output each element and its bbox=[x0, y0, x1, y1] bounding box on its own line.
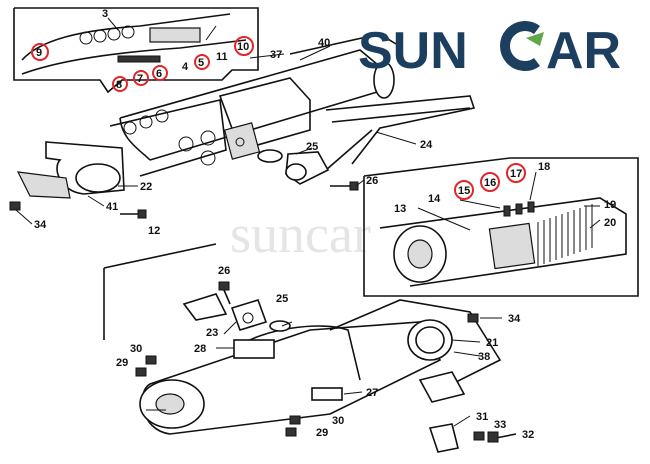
callout-label: 15 bbox=[458, 185, 470, 197]
callout-labels: 3 9 10 11 37 40 4 5 6 7 8 24 25 26 22 41… bbox=[34, 8, 616, 441]
logo-text-left: SUN bbox=[358, 22, 468, 80]
inset-detail-top-left bbox=[13, 7, 259, 94]
callout-label: 38 bbox=[478, 351, 490, 363]
callout-label: 30 bbox=[332, 415, 344, 427]
callout-label: 34 bbox=[508, 313, 521, 325]
inset-detail-right bbox=[363, 157, 639, 297]
callout-label: 29 bbox=[116, 357, 128, 369]
callout-label: 27 bbox=[366, 387, 378, 399]
callout-label: 9 bbox=[36, 47, 42, 59]
callout-label: 32 bbox=[522, 429, 534, 441]
upper-cylinder-assembly bbox=[9, 33, 476, 219]
highlight-ring-9 bbox=[31, 43, 49, 61]
callout-label: 4 bbox=[182, 61, 189, 73]
callout-label: 16 bbox=[484, 177, 496, 189]
callout-label: 33 bbox=[494, 419, 506, 431]
suncar-logo: SUN AR bbox=[358, 21, 621, 80]
callout-label: 21 bbox=[486, 337, 498, 349]
callout-label: 40 bbox=[318, 37, 330, 49]
logo-c-mark bbox=[500, 21, 544, 71]
highlight-ring-15 bbox=[454, 180, 474, 200]
callout-label: 14 bbox=[428, 193, 441, 205]
leader-lines bbox=[15, 17, 601, 427]
callout-label: 8 bbox=[116, 79, 122, 91]
callout-label: 34 bbox=[34, 219, 47, 231]
callout-label: 26 bbox=[218, 265, 230, 277]
highlight-rings bbox=[31, 36, 526, 200]
callout-label: 37 bbox=[270, 49, 282, 61]
callout-label: 30 bbox=[130, 343, 142, 355]
callout-label: 41 bbox=[106, 201, 118, 213]
callout-label: 12 bbox=[148, 225, 160, 237]
coil-spring bbox=[537, 204, 593, 266]
callout-label: 25 bbox=[276, 293, 288, 305]
callout-label: 23 bbox=[206, 327, 218, 339]
highlight-ring-17 bbox=[506, 163, 526, 183]
callout-label: 26 bbox=[366, 175, 378, 187]
callout-label: 6 bbox=[156, 68, 162, 80]
callout-label: 7 bbox=[137, 73, 143, 85]
callout-label: 24 bbox=[420, 139, 433, 151]
callout-label: 28 bbox=[194, 343, 206, 355]
callout-label: 19 bbox=[604, 199, 616, 211]
callout-label: 10 bbox=[237, 41, 249, 53]
callout-label: 17 bbox=[510, 168, 522, 180]
highlight-ring-16 bbox=[480, 172, 500, 192]
watermark-text: suncar bbox=[230, 204, 371, 264]
lower-cylinder-assembly bbox=[103, 243, 517, 453]
callout-label: 3 bbox=[102, 8, 108, 20]
highlight-ring-7 bbox=[133, 70, 149, 86]
callout-label: 31 bbox=[476, 411, 488, 423]
callout-label: 20 bbox=[604, 217, 616, 229]
callout-label: 5 bbox=[198, 57, 204, 69]
callout-label: 25 bbox=[306, 141, 318, 153]
callout-label: 18 bbox=[538, 161, 550, 173]
highlight-ring-5 bbox=[194, 54, 210, 70]
callout-label: 29 bbox=[316, 427, 328, 439]
highlight-ring-6 bbox=[152, 65, 168, 81]
logo-text-right: AR bbox=[546, 22, 621, 80]
callout-label: 22 bbox=[140, 181, 152, 193]
callout-label: 11 bbox=[216, 51, 228, 63]
highlight-ring-8 bbox=[112, 76, 128, 92]
highlight-ring-10 bbox=[234, 36, 254, 56]
callout-label: 13 bbox=[394, 203, 406, 215]
